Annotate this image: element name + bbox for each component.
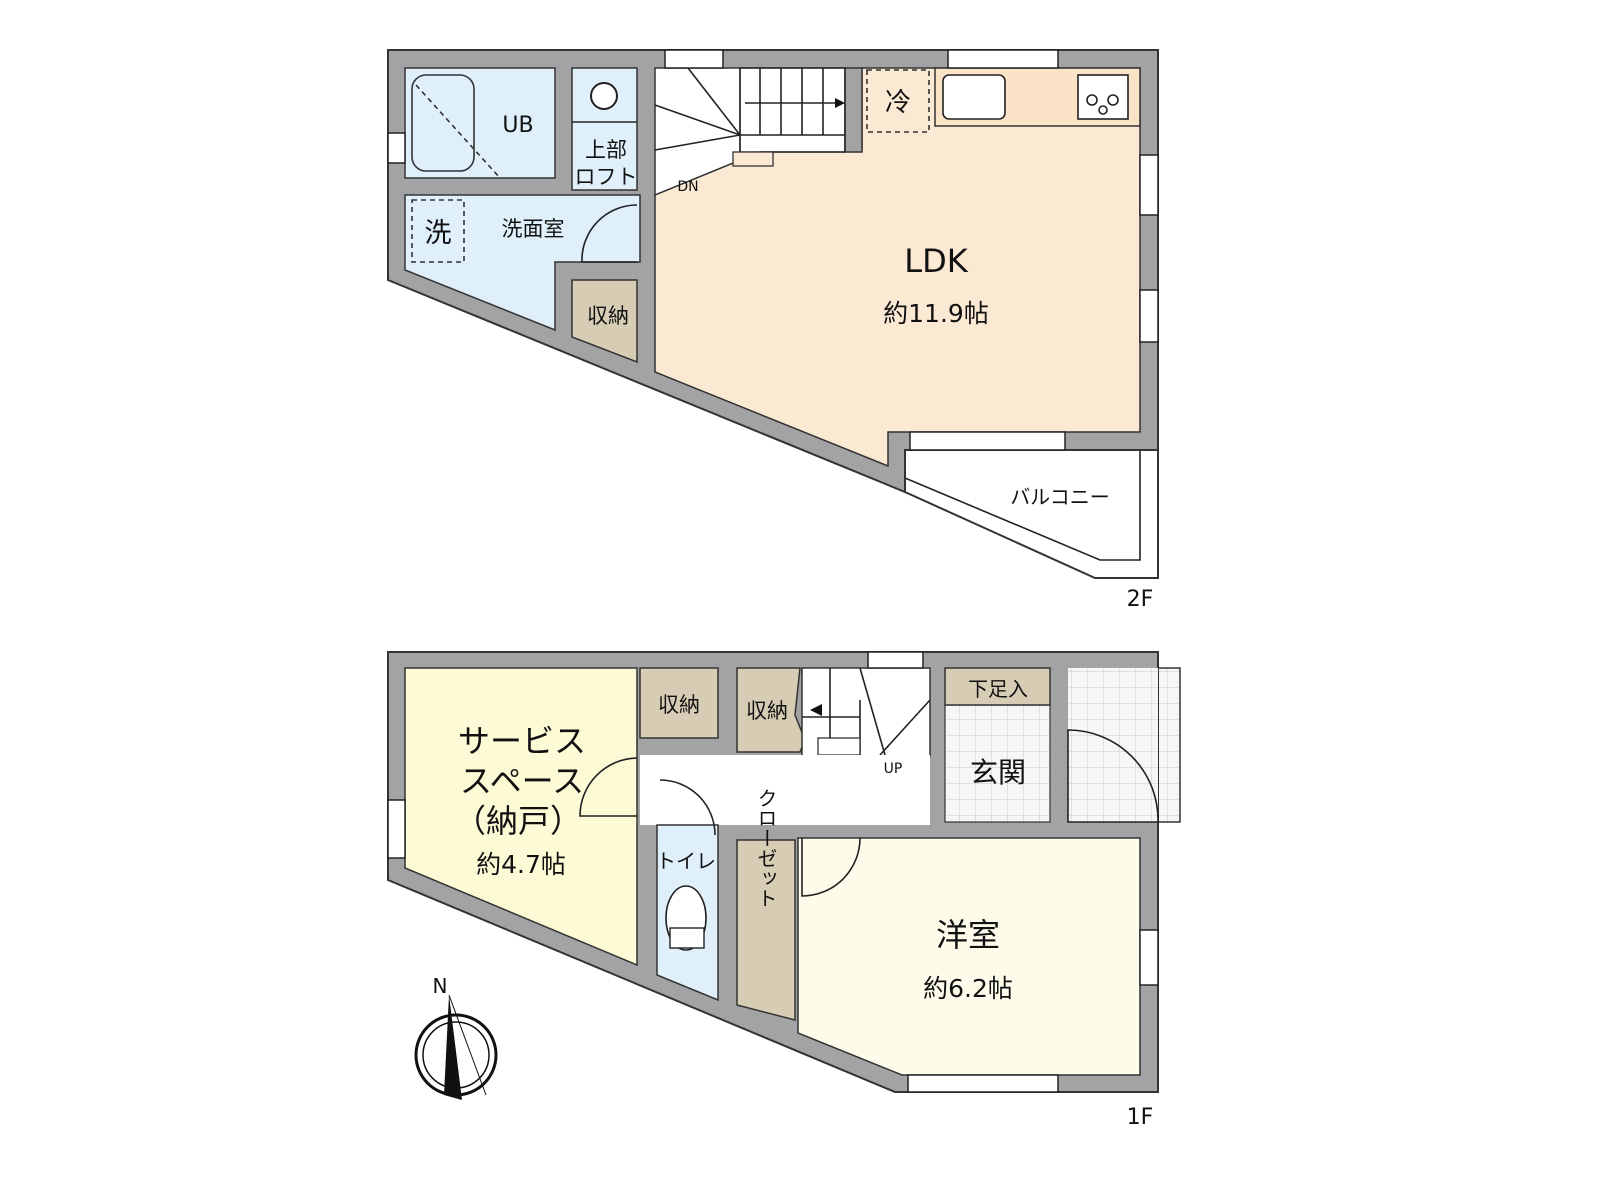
bathtub — [411, 74, 475, 172]
floor-label-2f: 2F — [1127, 587, 1154, 612]
window — [907, 1074, 1059, 1093]
washroom-label: 洗面室 — [502, 217, 565, 241]
washer-space — [411, 199, 465, 263]
service-space-label-3: （納戸） — [454, 802, 582, 840]
unit-bath-label: UB — [502, 113, 533, 138]
balcony-area — [904, 449, 1159, 579]
floor-2f: LDK 約11.9帖 UB 洗面室 洗 上部 ロフト 収納 冷 バルコニー DN… — [387, 49, 1159, 612]
service-space-label-1: サービス — [458, 722, 586, 760]
bath-dash — [415, 84, 501, 179]
entrance-floor — [944, 704, 1051, 823]
balcony-rail — [904, 450, 1141, 561]
window — [1139, 929, 1159, 986]
loft-label-1: 上部 — [585, 138, 627, 162]
window — [664, 49, 724, 69]
stair-lines — [802, 667, 931, 756]
window — [387, 132, 406, 164]
service-space-size: 約4.7帖 — [476, 850, 566, 879]
ldk-size: 約11.9帖 — [883, 299, 989, 328]
window — [1139, 289, 1159, 343]
western-room — [797, 837, 1141, 1076]
storage-2f-label: 収納 — [587, 304, 629, 328]
window — [947, 49, 1059, 69]
ldk-label: LDK — [904, 242, 968, 280]
window — [867, 651, 924, 669]
loft-label-2: ロフト — [575, 165, 638, 189]
storage-1f-a — [639, 667, 719, 739]
washroom — [404, 194, 641, 332]
window — [909, 431, 1066, 451]
window — [387, 799, 406, 859]
stairs-dn-label: DN — [677, 179, 698, 195]
stove-icon — [1077, 74, 1129, 120]
kitchen-sink-icon — [942, 74, 1006, 120]
floor-label-1f: 1F — [1127, 1105, 1154, 1130]
storage-1f-b-label: 収納 — [746, 699, 788, 723]
entrance-label: 玄関 — [970, 756, 1026, 789]
stairs-2f — [654, 67, 863, 197]
washer-label: 洗 — [425, 218, 452, 249]
closet — [736, 839, 796, 1021]
stairs-up-label: UP — [884, 761, 903, 777]
storage-2f — [571, 279, 638, 364]
balcony-label: バルコニー — [1010, 485, 1110, 509]
sink-icon — [590, 82, 618, 110]
washroom-door — [581, 204, 638, 263]
stair-arrow-icon — [835, 98, 845, 108]
service-space-label-2: スペース — [460, 762, 584, 800]
service-door — [579, 757, 638, 817]
stair-arrow-icon — [810, 704, 822, 716]
western-room-door — [801, 837, 861, 897]
compass-north-label: N — [433, 974, 448, 998]
entrance-door — [1067, 729, 1159, 823]
western-room-label: 洋室 — [936, 916, 1000, 954]
fridge-space — [866, 69, 930, 133]
toilet-label: トイレ — [656, 849, 716, 873]
window — [1139, 154, 1159, 216]
compass-icon: N — [414, 974, 498, 1100]
toilet-door — [659, 779, 716, 836]
storage-1f-a-label: 収納 — [658, 693, 700, 717]
closet-label: クローゼット — [754, 788, 778, 908]
floor-1f: サービス スペース （納戸） 約4.7帖 収納 収納 下足入 玄関 トイレ クロ… — [387, 651, 1181, 1130]
western-room-size: 約6.2帖 — [923, 974, 1013, 1003]
shoe-cabinet-label: 下足入 — [968, 677, 1028, 701]
hallway — [640, 755, 930, 825]
shoe-cabinet — [944, 667, 1051, 706]
fridge-label: 冷 — [885, 88, 911, 118]
